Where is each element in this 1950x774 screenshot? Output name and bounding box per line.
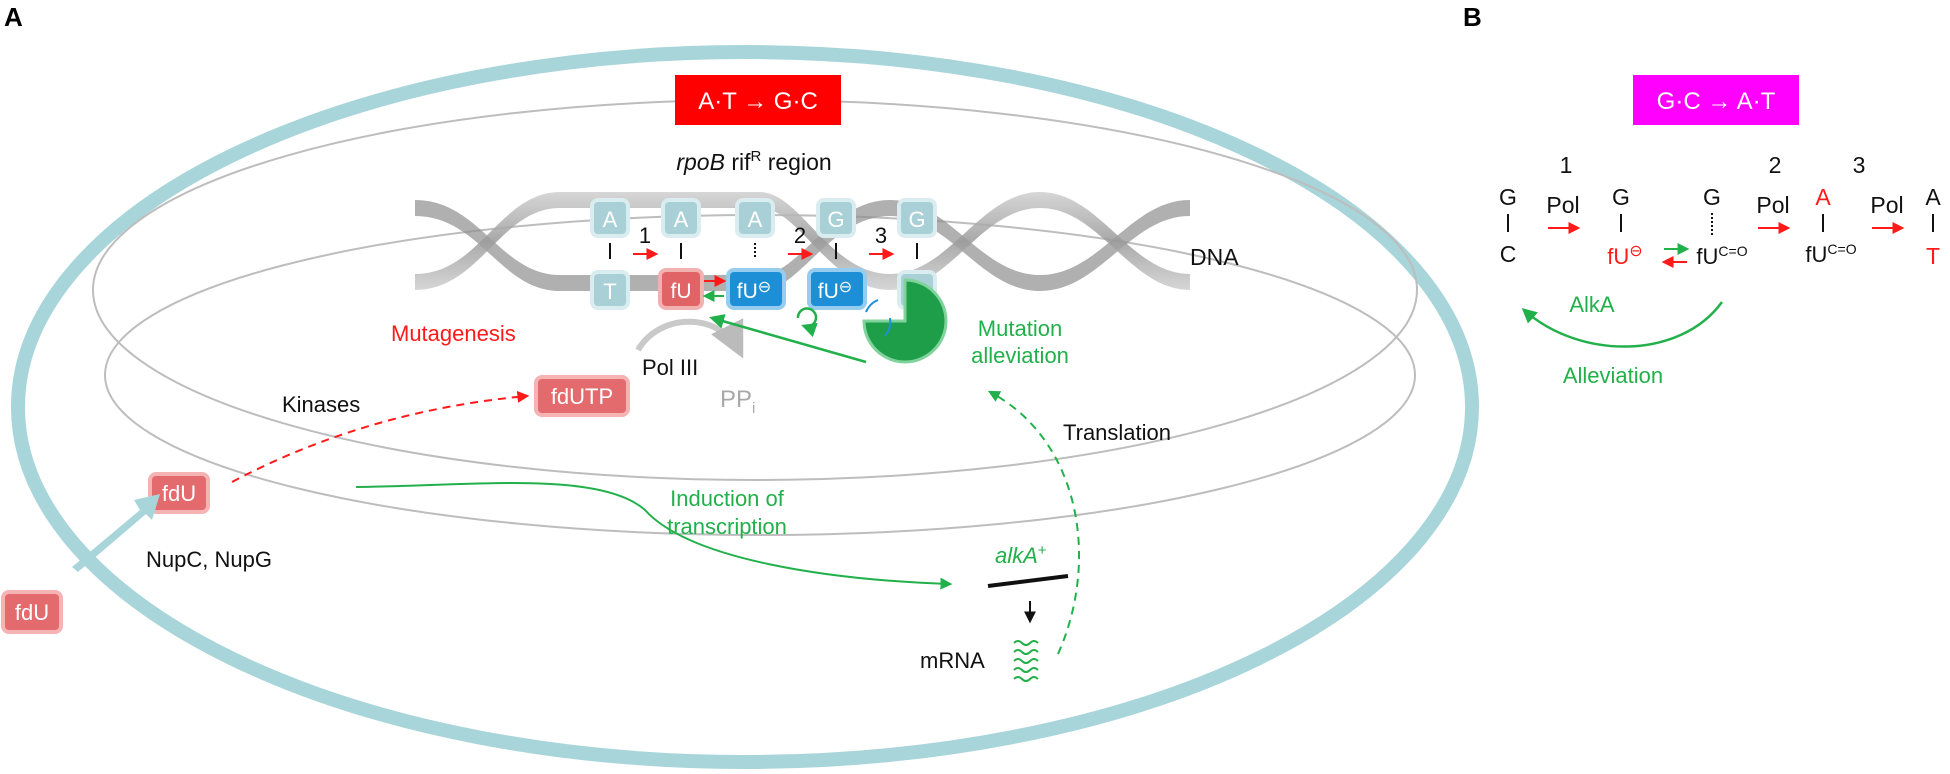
nup-transporters-label: NupC, NupG [146,547,272,572]
svg-text:A: A [603,207,618,232]
step-3-label: 3 [875,223,887,248]
svg-text:G: G [908,207,925,232]
import-arrow [72,494,160,572]
banner-gc-to-at-text: G·C → A·T [1657,88,1776,115]
svg-text:fU⊖: fU⊖ [737,279,771,303]
top-base-5: G [897,198,937,238]
svg-text:fU⊖: fU⊖ [818,279,852,303]
recycle-icon [796,307,818,338]
bottom-base-fu: fU [658,268,704,310]
svg-text:fdU: fdU [15,600,49,625]
alka-repair-arrow [709,314,867,364]
b-pair-5-top: A [1925,184,1941,210]
banner-gc-to-at [1633,75,1799,125]
translation-arrow [987,390,1080,655]
panel-b-label: B [1463,2,1482,32]
b-pair-2-bottom: fU⊖ [1607,243,1642,269]
induction-arrow [355,482,953,590]
top-base-2: A [661,198,701,238]
dna-label: DNA [1190,244,1239,270]
rpob-region-label: rpoB rifR region [676,148,831,175]
b-pol-2-label: Pol [1756,192,1789,218]
svg-text:fdUTP: fdUTP [551,384,613,409]
fdu-outer-box: fdU [1,590,63,634]
bottom-base-fu-minus-1: fU⊖ [726,268,786,310]
svg-text:fdU: fdU [162,481,196,506]
alka-binding-mark-2 [865,299,879,313]
dna-helix [415,192,1190,291]
translation-label: Translation [1063,420,1171,445]
alka-enzyme-label: AlkA [880,365,926,390]
top-base-3: A [735,198,775,238]
b-alleviation-label: Alleviation [1563,363,1663,388]
panel-a-label: A [4,2,23,32]
b-pol-3-label: Pol [1870,192,1903,218]
pol-curved-arrow [635,318,744,359]
b-pair-4-bottom: fUC=O [1805,241,1856,267]
b-pair-4-top: A [1815,184,1831,210]
banner-at-to-gc [675,75,841,125]
b-step-2-label: 2 [1769,152,1782,178]
mutagenesis-label: Mutagenesis [391,321,516,346]
b-step-1-label: 1 [1560,152,1573,178]
pol-iii-label: Pol III [642,355,698,380]
top-base-1: A [590,198,630,238]
b-pair-1-bottom: C [1500,241,1517,267]
b-pair-5-bottom: T [1926,243,1940,269]
svg-text:A: A [674,207,689,232]
svg-text:T: T [603,279,616,304]
step-1-label: 1 [639,223,651,248]
fdu-inner-box: fdU [148,472,210,514]
svg-text:A: A [748,207,763,232]
bottom-base-fu-minus-2: fU⊖ [807,268,867,310]
b-pair-3-top: G [1703,184,1721,210]
cell-membrane [11,45,1479,769]
b-pair-2-top: G [1612,184,1630,210]
fdutp-box: fdUTP [534,375,630,417]
svg-text:fU: fU [671,280,692,303]
alka-gene-label: alkA+ [995,542,1047,568]
alka-binding-mark-1 [884,317,892,337]
b-step-3-label: 3 [1853,152,1866,178]
ppi-label: PPi [720,386,755,417]
b-alka-label: AlkA [1569,292,1615,317]
mrna-label: mRNA [920,648,985,673]
b-alleviation-arrow [1521,301,1724,348]
b-pair-1-top: G [1499,184,1517,210]
top-base-4: G [816,198,856,238]
banner-at-to-gc-text: A·T → G·C [698,88,818,115]
alka-enzyme-shape [862,278,948,364]
phosphorylation-arrow [231,390,530,483]
mrna-wavy-lines [1013,640,1039,682]
kinases-label: Kinases [282,392,360,417]
alka-gene-bar [987,574,1069,588]
b-pair-3-bottom: fUC=O [1696,243,1747,269]
svg-text:G: G [827,207,844,232]
bottom-base-t: T [590,270,630,310]
b-pol-1-label: Pol [1546,192,1579,218]
step-2-label: 2 [794,223,806,248]
